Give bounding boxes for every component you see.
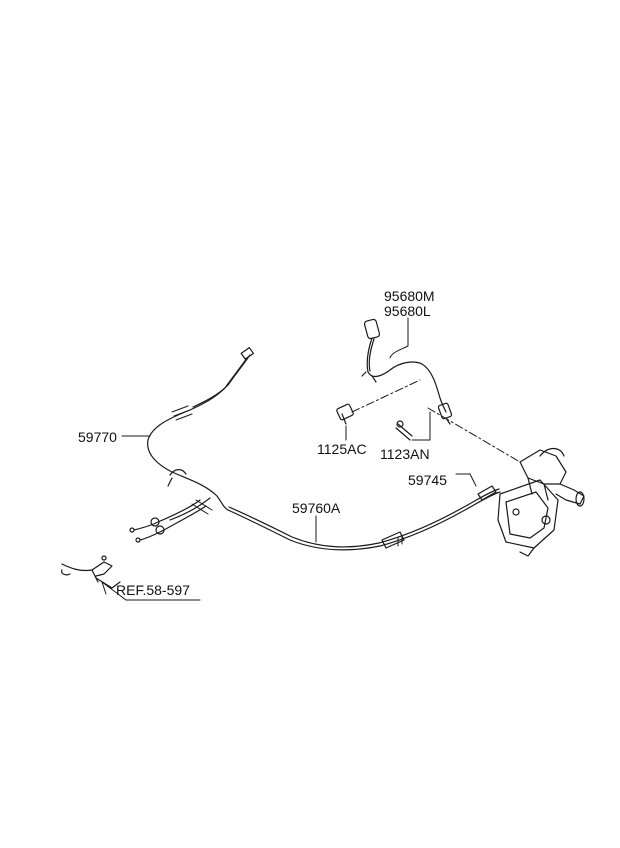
bolt-1125ac (336, 403, 354, 425)
bolt-1123an (395, 420, 413, 441)
reference-part-58-597 (61, 555, 121, 589)
part-label-95680m: 95680M (384, 288, 435, 304)
part-label-1123an: 1123AN (380, 446, 430, 462)
alignment-lines (351, 379, 521, 463)
part-label-59745: 59745 (408, 472, 447, 488)
part-label-59760a: 59760A (292, 500, 341, 516)
cable-ends-left (129, 497, 213, 543)
part-label-1125ac: 1125AC (317, 441, 367, 457)
part-label-95680l: 95680L (384, 303, 431, 319)
parking-brake-cable-main (227, 485, 501, 551)
part-label-ref-58-597: REF.58-597 (116, 582, 190, 598)
wheel-speed-sensor (361, 318, 453, 425)
brake-caliper-assembly (497, 447, 585, 557)
leader-lines (101, 317, 477, 601)
parking-brake-cable-upper (147, 347, 254, 511)
part-label-59770: 59770 (78, 429, 117, 445)
